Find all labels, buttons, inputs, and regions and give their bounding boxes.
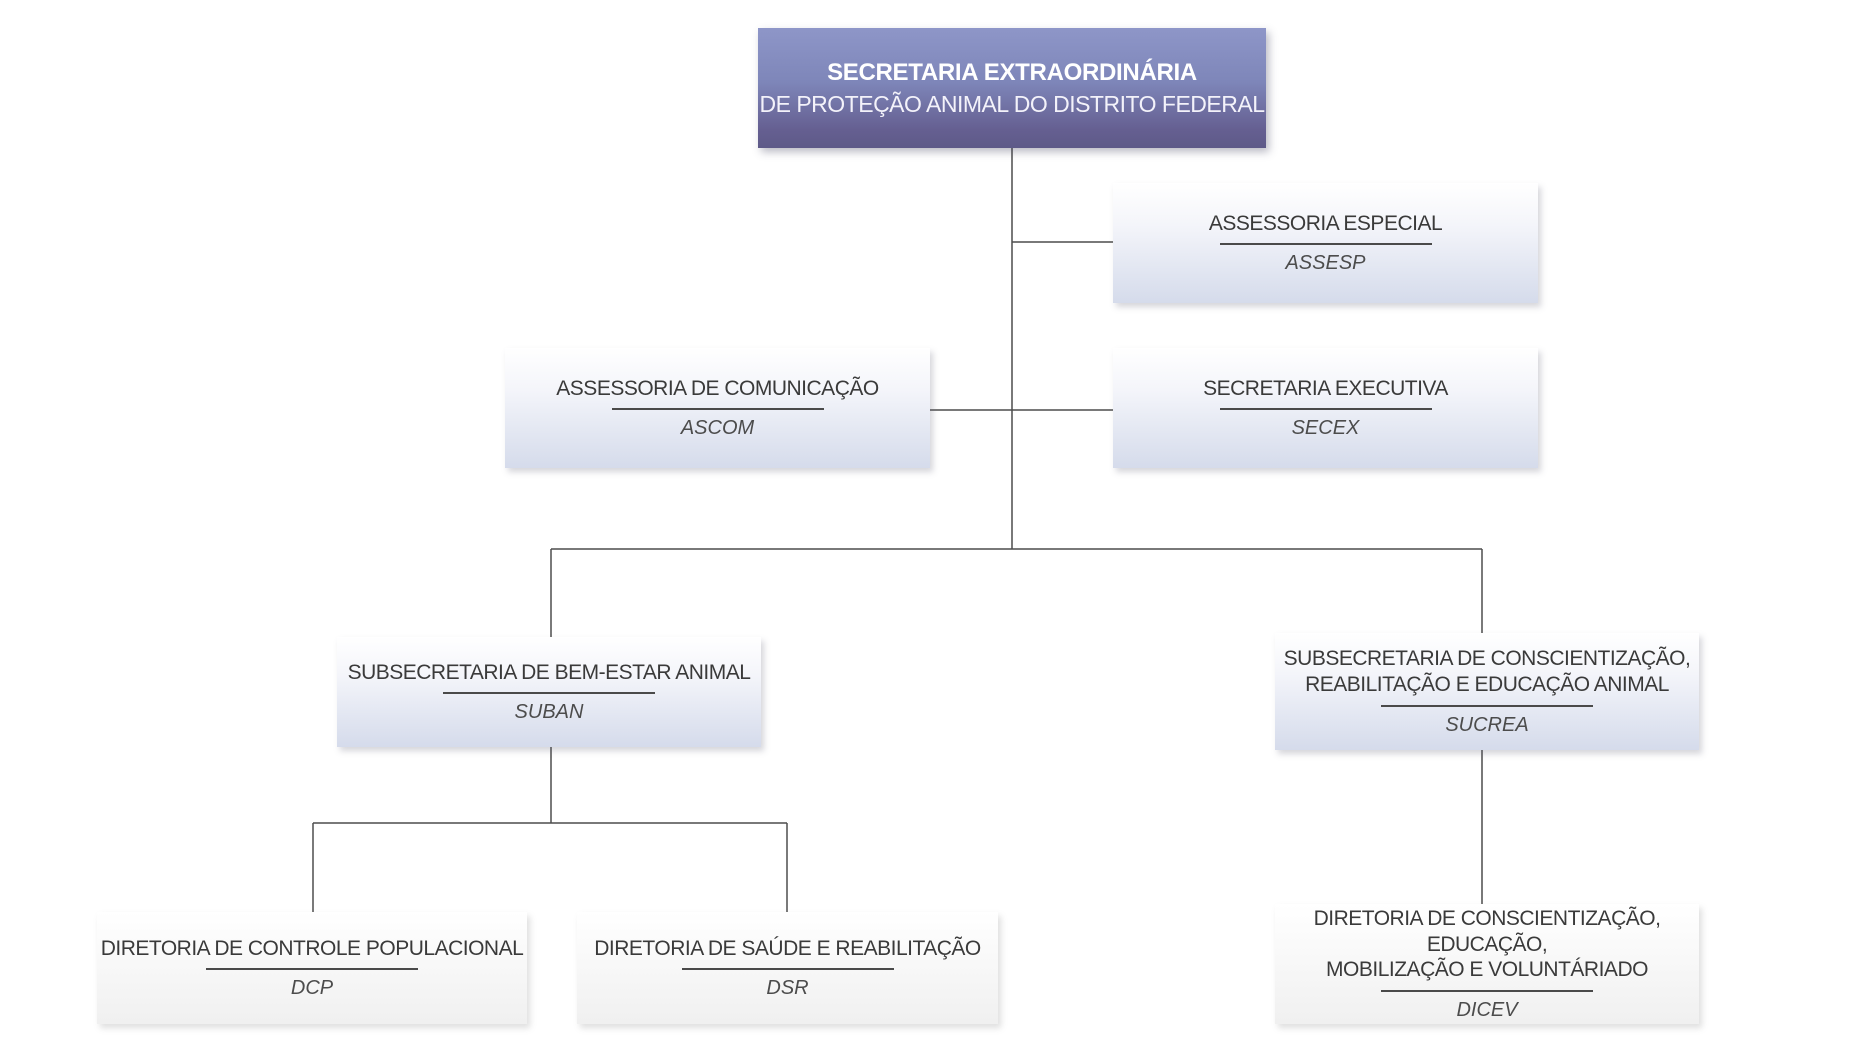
- org-node-assesp: ASSESSORIA ESPECIAL ASSESP: [1113, 183, 1538, 303]
- unit-title: SECRETARIA EXECUTIVA: [1203, 376, 1448, 400]
- unit-acronym: ASSESP: [1285, 252, 1366, 275]
- root-title-line2: DE PROTEÇÃO ANIMAL DO DISTRITO FEDERAL: [759, 90, 1265, 117]
- unit-title: ASSESSORIA ESPECIAL: [1208, 211, 1443, 235]
- unit-title: SUBSECRETARIA DE CONSCIENTIZAÇÃO, REABIL…: [1283, 647, 1691, 696]
- unit-acronym: SUBAN: [514, 701, 584, 724]
- org-node-ascom: ASSESSORIA DE COMUNICAÇÃO ASCOM: [505, 348, 930, 468]
- title-underline: [443, 692, 655, 695]
- root-title-line1: SECRETARIA EXTRAORDINÁRIA: [827, 58, 1197, 86]
- title-underline: [1219, 243, 1432, 246]
- org-node-secex: SECRETARIA EXECUTIVA SECEX: [1113, 348, 1538, 468]
- org-node-root: SECRETARIA EXTRAORDINÁRIA DE PROTEÇÃO AN…: [758, 28, 1266, 148]
- unit-acronym: SECEX: [1291, 417, 1360, 440]
- title-underline: [611, 408, 824, 411]
- org-node-dcp: DIRETORIA DE CONTROLE POPULACIONAL DCP: [97, 912, 527, 1024]
- unit-title: ASSESSORIA DE COMUNICAÇÃO: [556, 376, 879, 400]
- unit-title: DIRETORIA DE CONSCIENTIZAÇÃO, EDUCAÇÃO, …: [1313, 907, 1661, 982]
- org-node-sucrea: SUBSECRETARIA DE CONSCIENTIZAÇÃO, REABIL…: [1275, 633, 1699, 750]
- unit-title: DIRETORIA DE CONTROLE POPULACIONAL: [100, 936, 524, 960]
- unit-acronym: DSR: [766, 977, 809, 1000]
- title-underline: [206, 968, 418, 971]
- org-node-dicev: DIRETORIA DE CONSCIENTIZAÇÃO, EDUCAÇÃO, …: [1275, 904, 1699, 1024]
- unit-title: SUBSECRETARIA DE BEM-ESTAR ANIMAL: [347, 660, 751, 684]
- unit-acronym: ASCOM: [680, 417, 755, 440]
- title-underline: [681, 968, 894, 971]
- unit-acronym: DCP: [290, 977, 334, 1000]
- title-underline: [1381, 989, 1593, 992]
- unit-title: DIRETORIA DE SAÚDE E REABILITAÇÃO: [594, 936, 981, 960]
- unit-acronym: SUCREA: [1445, 713, 1529, 736]
- org-node-suban: SUBSECRETARIA DE BEM-ESTAR ANIMAL SUBAN: [337, 637, 761, 747]
- title-underline: [1219, 408, 1432, 411]
- title-underline: [1381, 704, 1593, 707]
- unit-acronym: DICEV: [1456, 998, 1518, 1021]
- org-node-dsr: DIRETORIA DE SAÚDE E REABILITAÇÃO DSR: [577, 912, 998, 1024]
